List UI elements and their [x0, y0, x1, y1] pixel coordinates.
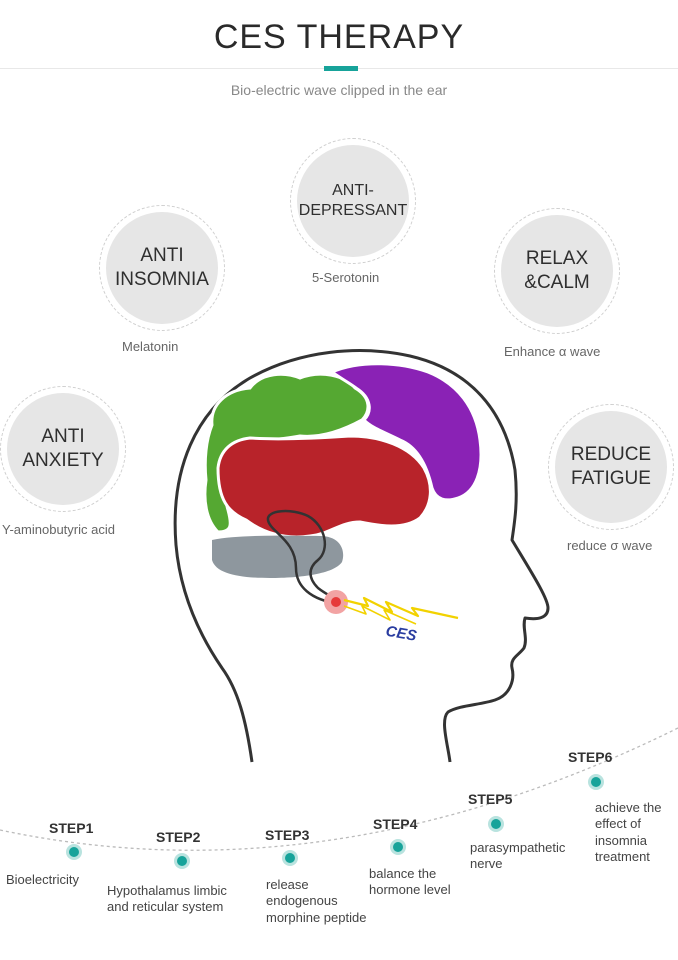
head-outline [173, 349, 550, 763]
step6-label: STEP6 [568, 749, 613, 765]
step5-label: STEP5 [468, 791, 513, 807]
page-subtitle: Bio-electric wave clipped in the ear [230, 82, 448, 98]
effect-title: ANTI- DEPRESSANT [297, 145, 409, 257]
effect-caption: 5-Serotonin [312, 270, 380, 285]
effect-bubble-reduce-fatigue: REDUCE FATIGUE [548, 404, 674, 530]
effect-caption: Y-aminobutyric acid [2, 522, 115, 537]
signal-bolt-icon [343, 596, 459, 620]
step3-desc: release endogenous morphine peptide [266, 877, 367, 925]
step2-desc: Hypothalamus limbic and reticular system [107, 883, 227, 915]
effect-title: RELAX &CALM [501, 215, 613, 327]
timeline-dots [66, 774, 604, 869]
limbic-region [216, 434, 432, 539]
frontal-lobe [203, 372, 370, 534]
cerebellum [212, 535, 344, 578]
effect-caption: reduce σ wave [567, 538, 653, 553]
step1-desc: Bioelectricity [6, 872, 79, 887]
effect-caption: Melatonin [122, 339, 179, 354]
effect-bubble-anti-depressant: ANTI- DEPRESSANT [290, 138, 416, 264]
effect-title: ANTI ANXIETY [7, 393, 119, 505]
step2-label: STEP2 [156, 829, 201, 845]
step4-desc: balance the hormone level [369, 866, 451, 898]
step1-label: STEP1 [49, 820, 94, 836]
page-title: CES THERAPY [213, 18, 465, 56]
effect-bubble-relax-calm: RELAX &CALM [494, 208, 620, 334]
effect-title: REDUCE FATIGUE [555, 411, 667, 523]
electrode-dot [331, 597, 341, 607]
step4-label: STEP4 [373, 816, 418, 832]
ces-label: CES [384, 623, 417, 645]
parietal-lobe [329, 362, 483, 502]
effect-caption: Enhance α wave [504, 344, 601, 359]
effect-bubble-anti-insomnia: ANTI INSOMNIA [99, 205, 225, 331]
effect-title: ANTI INSOMNIA [106, 212, 218, 324]
step3-label: STEP3 [265, 827, 310, 843]
step6-desc: achieve the effect of insomnia treatment [595, 800, 662, 864]
title-accent-bar [324, 66, 358, 71]
effect-bubble-anti-anxiety: ANTI ANXIETY [0, 386, 126, 512]
step5-desc: parasympathetic nerve [470, 840, 566, 872]
ear-outline [266, 509, 342, 606]
timeline-arc [0, 727, 678, 851]
